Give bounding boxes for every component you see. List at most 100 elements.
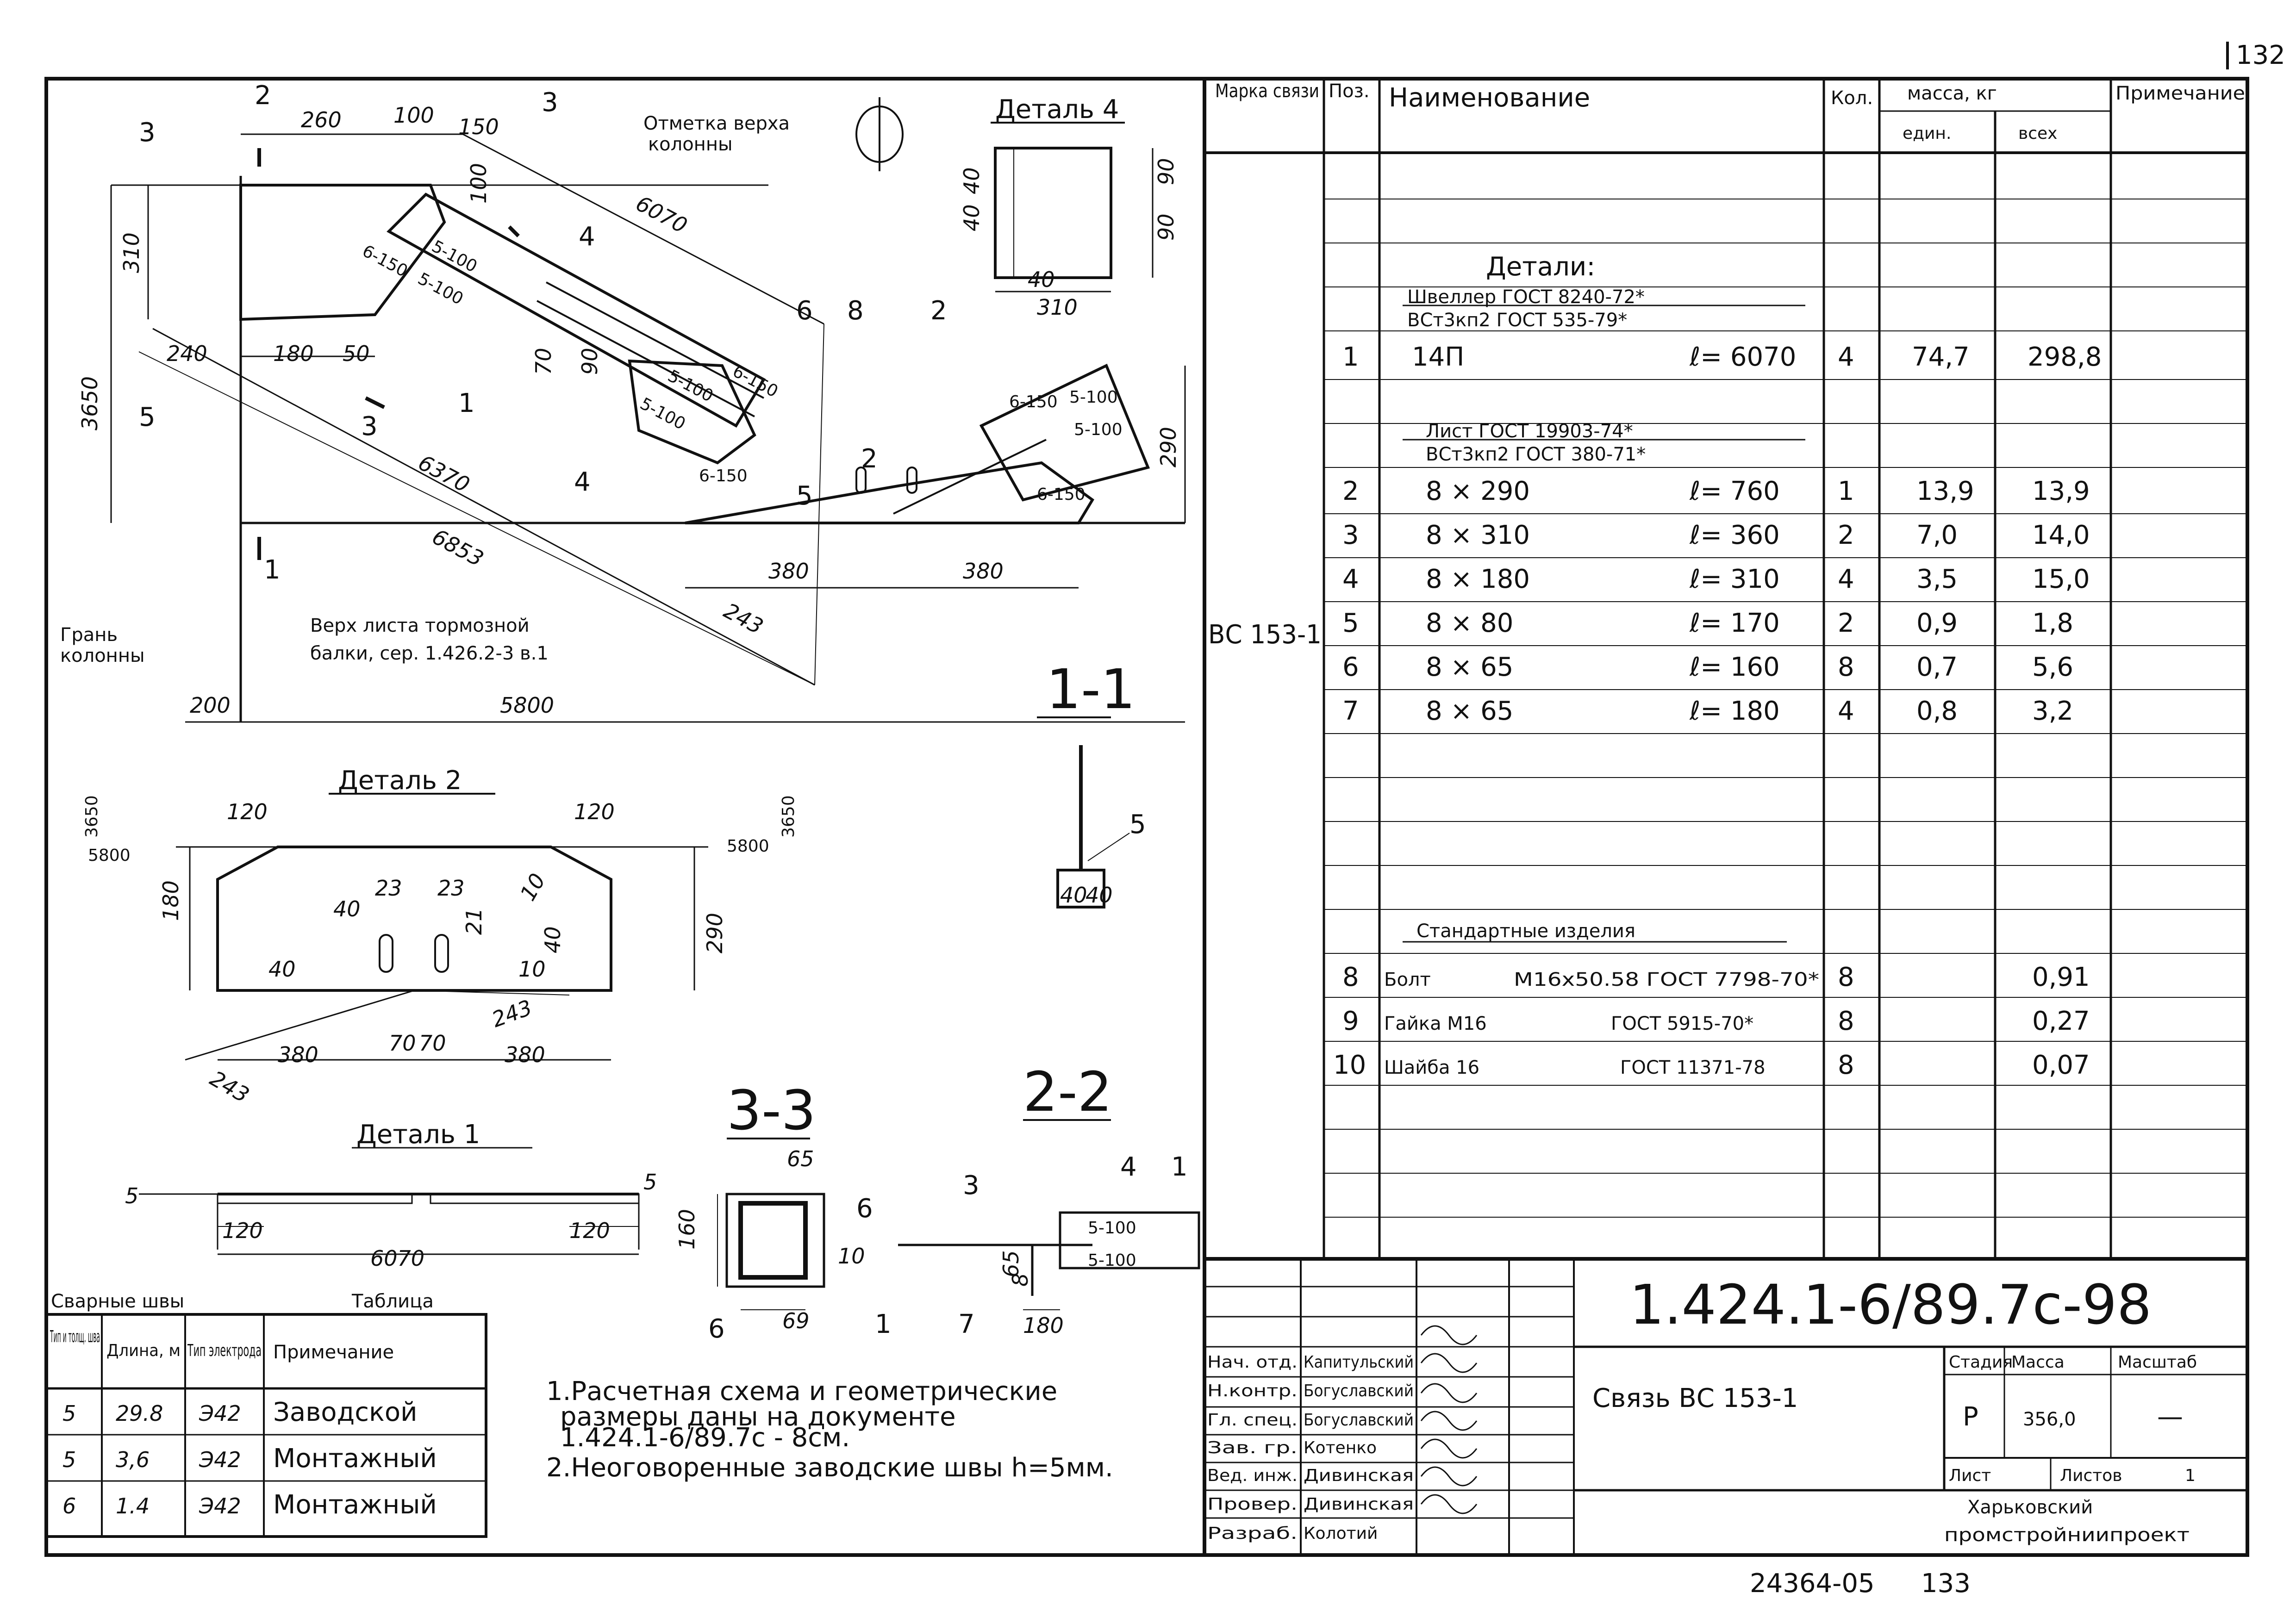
mass-value: 356,0 bbox=[2023, 1409, 2076, 1430]
detail2-dim: 40 bbox=[333, 896, 361, 921]
detail2-dim: 10 bbox=[515, 869, 550, 905]
detail2-dim: 40 bbox=[268, 957, 296, 982]
drawing-title: Связь ВС 153-1 bbox=[1592, 1383, 1798, 1413]
spec-row-pos: 2 bbox=[1342, 476, 1359, 506]
spec-row-total: 1,8 bbox=[2032, 608, 2073, 638]
section22-label: 1 bbox=[1171, 1152, 1188, 1182]
position-label: 4 bbox=[574, 467, 591, 497]
staff-name: Котенко bbox=[1304, 1438, 1377, 1457]
top-mark-2: 2 bbox=[255, 81, 271, 111]
stage-label: Стадия bbox=[1949, 1353, 2013, 1372]
spec-row-length: ℓ= 6070 bbox=[1689, 342, 1796, 372]
detail2-dim: 23 bbox=[375, 876, 402, 901]
spec-row-total: 0,91 bbox=[2032, 962, 2090, 992]
weld-row-length: 1.4 bbox=[116, 1493, 150, 1518]
spec-row-unit: 74,7 bbox=[1912, 342, 1970, 372]
mass-label: Масса bbox=[2011, 1353, 2065, 1372]
spec-row-length: ГОСТ 11371-78 bbox=[1620, 1057, 1766, 1078]
spec-row-unit: 0,7 bbox=[1916, 652, 1958, 682]
section-1-1 bbox=[1037, 716, 1130, 908]
spec-row-unit: 0,9 bbox=[1916, 608, 1958, 638]
spec-row-qty: 4 bbox=[1838, 696, 1854, 726]
spec-row-total: 3,2 bbox=[2032, 696, 2073, 726]
spec-row-pos: 4 bbox=[1342, 564, 1359, 594]
weld-row-electrode: Э42 bbox=[199, 1493, 241, 1518]
weld-label: 6-150 bbox=[1037, 485, 1086, 504]
section22-label: 180 bbox=[1023, 1313, 1064, 1338]
spec-header-name: Наименование bbox=[1389, 83, 1590, 113]
section11-dim: 5 bbox=[1129, 809, 1146, 840]
organization-line1: Харьковский bbox=[1967, 1497, 2093, 1518]
elevation-note-line2: колонны bbox=[648, 134, 733, 155]
spec-row-unit: 13,9 bbox=[1916, 476, 1974, 506]
dim-380-left: 380 bbox=[768, 559, 809, 584]
spec-row-name: Болт bbox=[1384, 969, 1431, 990]
section-mark-3: 3 bbox=[361, 411, 378, 442]
top-mark-3: 3 bbox=[542, 87, 558, 118]
detail2-dim: 40 bbox=[540, 926, 565, 953]
dim-150: 150 bbox=[458, 114, 499, 139]
detail2-dim: 120 bbox=[574, 799, 615, 824]
dim-6853: 6853 bbox=[428, 524, 488, 572]
weld-table-caption: Таблица bbox=[351, 1291, 434, 1312]
staff-role: Нач. отд. bbox=[1207, 1353, 1298, 1372]
spec-row-length: ℓ= 160 bbox=[1689, 652, 1780, 682]
weld-row-type: 5 bbox=[62, 1401, 76, 1426]
weld-row-electrode: Э42 bbox=[199, 1401, 241, 1426]
staff-name: Богуславский bbox=[1304, 1411, 1414, 1430]
spec-row-pos: 8 bbox=[1342, 962, 1359, 992]
staff-list: Нач. отд. Капитульский Н.контр. Богуслав… bbox=[1207, 1353, 1414, 1543]
spec-header-pos: Поз. bbox=[1329, 81, 1370, 102]
spec-mark-value: ВС 153-1 bbox=[1208, 620, 1322, 650]
spec-row-length: ГОСТ 5915-70* bbox=[1611, 1013, 1753, 1034]
detail-1 bbox=[139, 1193, 640, 1255]
weld-row-type: 6 bbox=[62, 1493, 76, 1518]
note-line: 2.Неоговоренные заводские швы h=5мм. bbox=[546, 1453, 1113, 1483]
weld-row-note: Заводской bbox=[273, 1397, 417, 1427]
spec-row-name: 8 × 310 bbox=[1426, 520, 1530, 550]
detail1-dim: 5 bbox=[125, 1183, 138, 1208]
weld-header-note: Примечание bbox=[273, 1342, 394, 1363]
spec-row-qty: 8 bbox=[1838, 652, 1854, 682]
section-2-2 bbox=[898, 1119, 1200, 1310]
spec-row-name: 14П bbox=[1412, 342, 1464, 372]
detail2-title: Деталь 2 bbox=[338, 765, 462, 796]
spec-rows: 1 14П ℓ= 6070 4 74,7 298,8 2 8 × 290 ℓ= … bbox=[1333, 342, 2102, 1080]
spec-row-name: Шайба 16 bbox=[1384, 1057, 1479, 1078]
spec-header-mark: Марка связи bbox=[1215, 81, 1319, 102]
detail-4 bbox=[991, 122, 1154, 292]
spec-row-total: 15,0 bbox=[2032, 564, 2090, 594]
position-label: 1 bbox=[458, 388, 475, 418]
weld-header-electrode: Тип электрода bbox=[187, 1341, 262, 1360]
section22-label: 4 bbox=[1120, 1152, 1137, 1182]
weld-header-type: Тип и толщ. шва bbox=[50, 1327, 100, 1346]
staff-name: Дивинская bbox=[1304, 1495, 1414, 1514]
position-label: 8 bbox=[847, 296, 864, 326]
spec-row-name: 8 × 65 bbox=[1426, 652, 1513, 682]
section22-title: 2-2 bbox=[1023, 1060, 1112, 1124]
weld-table bbox=[45, 1313, 487, 1538]
dim-243: 243 bbox=[720, 598, 767, 639]
dim-70: 70 bbox=[531, 348, 556, 375]
weld-row-length: 3,6 bbox=[116, 1447, 150, 1472]
spec-row-unit: 3,5 bbox=[1916, 564, 1958, 594]
sheets-value: 1 bbox=[2185, 1466, 2196, 1485]
column-face-line1: Грань bbox=[60, 624, 118, 646]
section11-dim: 40 bbox=[1060, 883, 1087, 908]
detail2-dim: 243 bbox=[488, 995, 535, 1033]
spec-row-name: 8 × 180 bbox=[1426, 564, 1530, 594]
spec-row-unit: 0,8 bbox=[1916, 696, 1958, 726]
spec-header-qty: Кол. bbox=[1831, 87, 1873, 109]
section11-title: 1-1 bbox=[1046, 657, 1136, 721]
note-line: 1.424.1-6/89.7с - 8см. bbox=[560, 1423, 850, 1453]
spec-group-details: Детали: bbox=[1486, 252, 1595, 282]
spec-row-name: Гайка М16 bbox=[1384, 1013, 1487, 1034]
spec-group-std: ВСт3кп2 ГОСТ 380-71* bbox=[1426, 444, 1646, 465]
position-label: 4 bbox=[579, 222, 595, 252]
spec-row-qty: 2 bbox=[1838, 608, 1854, 638]
dim-290: 290 bbox=[1156, 427, 1181, 467]
detail1-title: Деталь 1 bbox=[356, 1120, 480, 1150]
spec-row-name: 8 × 65 bbox=[1426, 696, 1513, 726]
weld-label: 5-100 bbox=[1074, 420, 1123, 439]
weld-label: 5-100 bbox=[637, 394, 689, 434]
